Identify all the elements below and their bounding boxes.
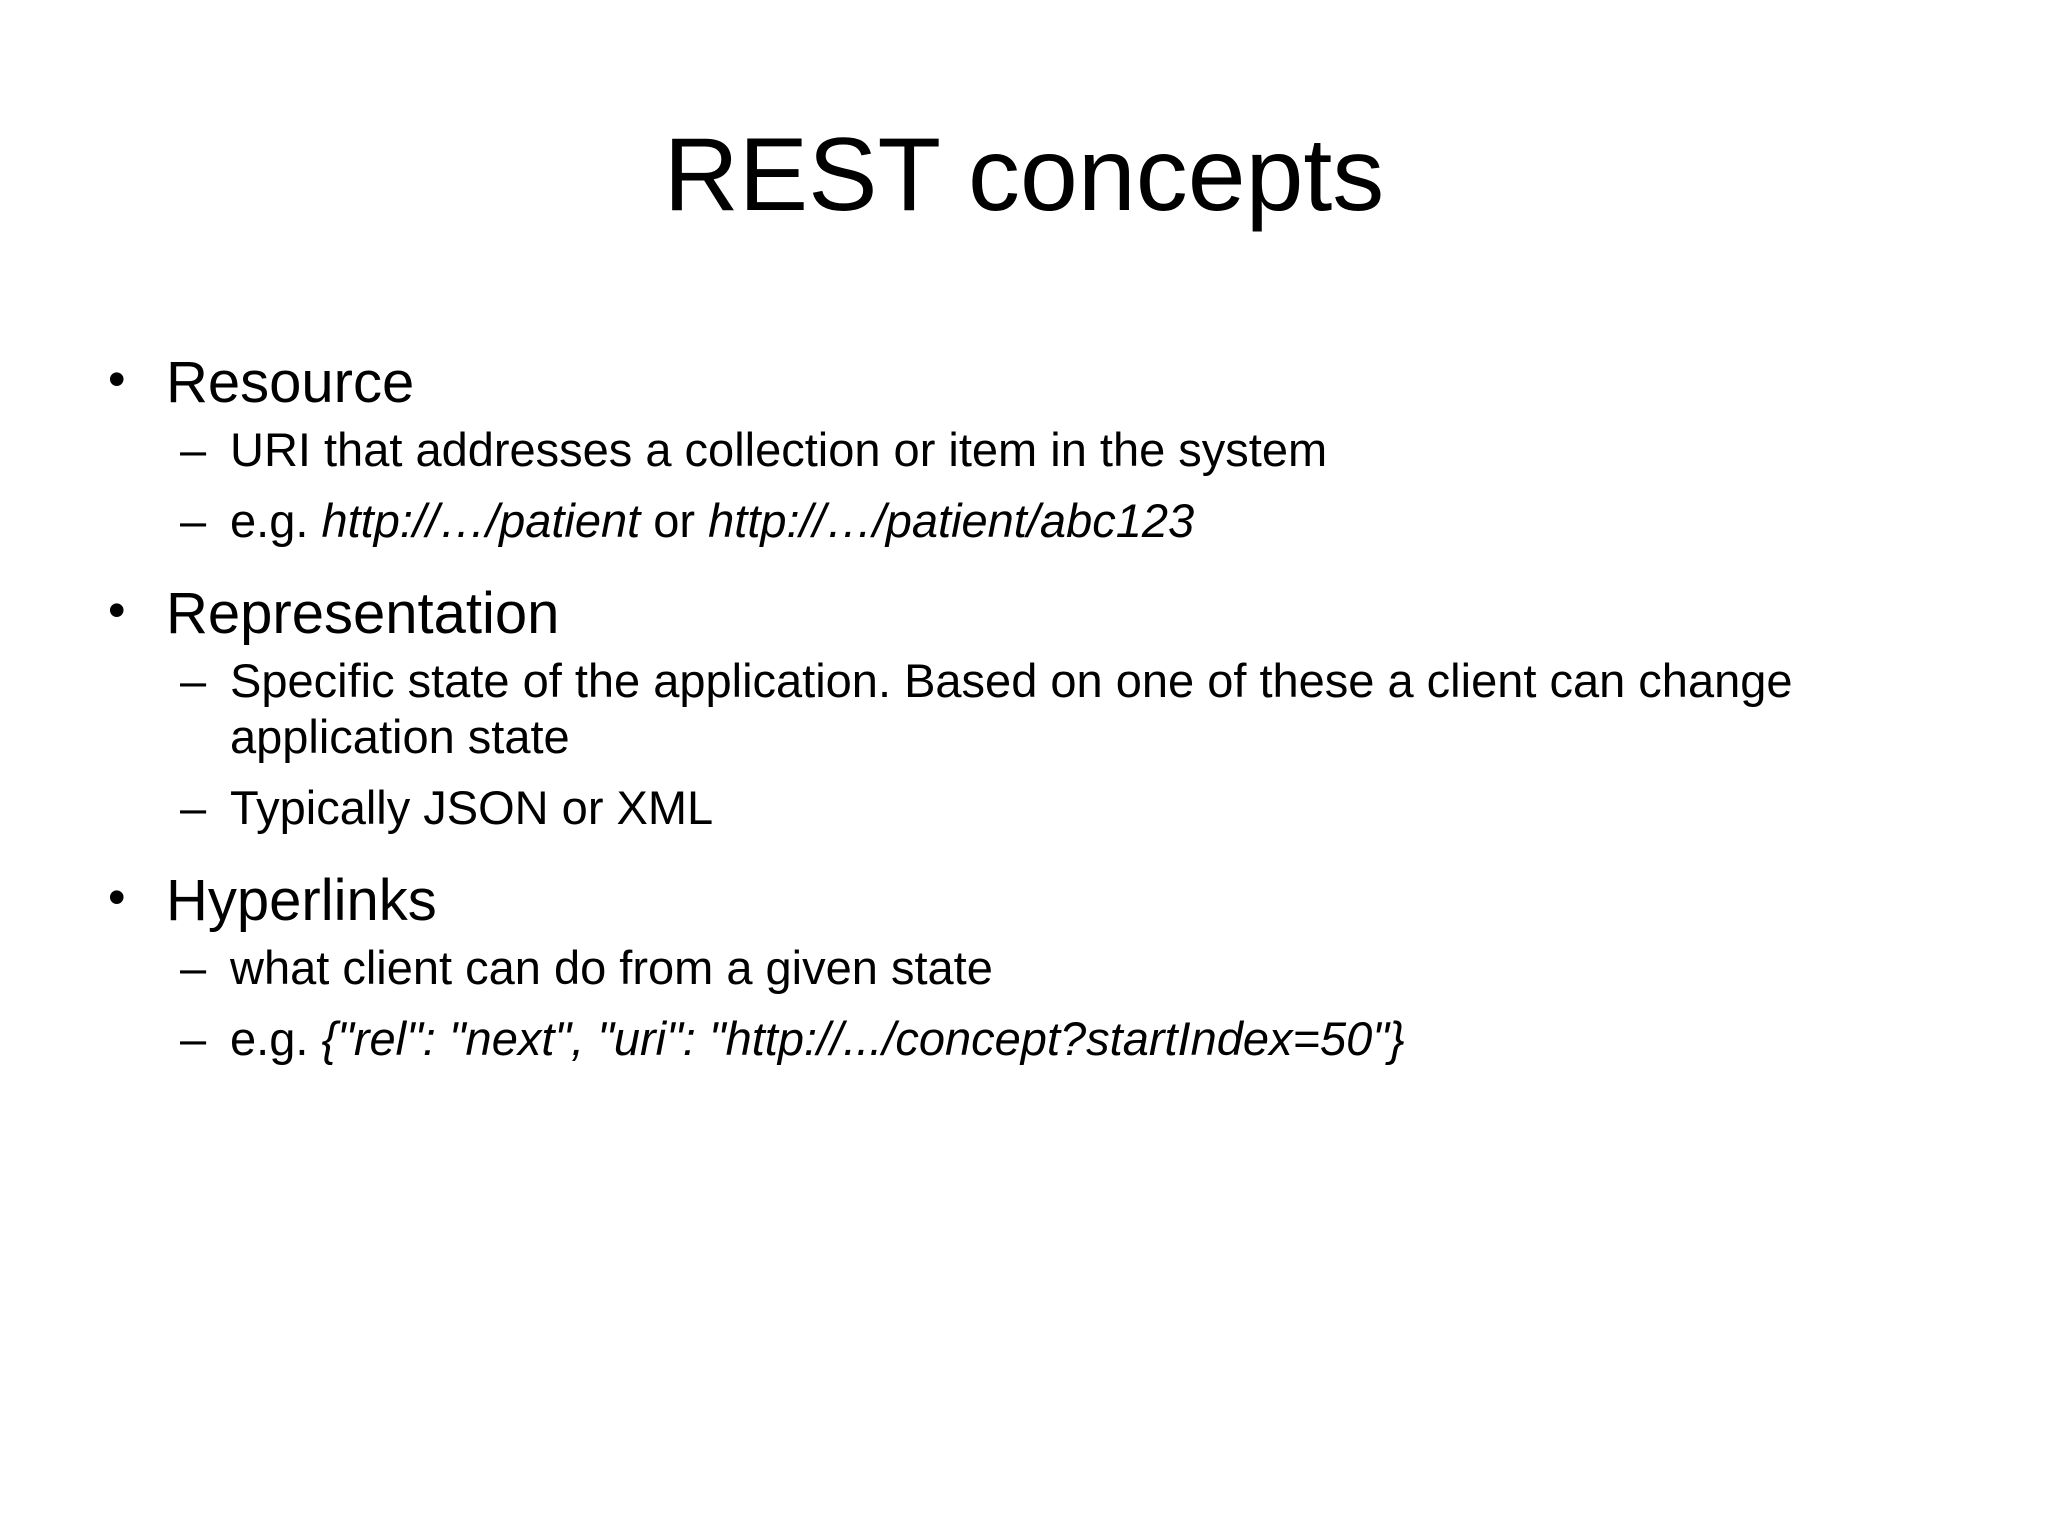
slide-body: • Resource – URI that addresses a collec… xyxy=(108,350,1968,1081)
bullet-representation-label: Representation xyxy=(166,580,560,646)
sub-bullet-uri-example: – e.g. http://…/patient or http://…/pati… xyxy=(108,493,1968,549)
sub-bullet-representation-formats-label: Typically JSON or XML xyxy=(230,780,714,834)
bullet-dash-icon: – xyxy=(180,1011,207,1065)
bullet-dash-icon: – xyxy=(180,654,207,707)
bullet-hyperlinks-label: Hyperlinks xyxy=(166,868,437,934)
bullet-dash-icon: – xyxy=(180,493,207,547)
bullet-representation: • Representation xyxy=(108,581,1968,647)
bullet-dash-icon: – xyxy=(180,423,207,477)
sub-bullet-hyperlinks-example-label: e.g. {"rel": "next", "uri": "http://.../… xyxy=(230,1011,1405,1065)
bullet-dot-icon: • xyxy=(108,581,126,638)
bullet-group-hyperlinks: • Hyperlinks – what client can do from a… xyxy=(108,868,1968,1067)
bullet-group-representation: • Representation – Specific state of the… xyxy=(108,581,1968,836)
sub-bullet-uri-definition: – URI that addresses a collection or ite… xyxy=(108,422,1968,478)
bullet-dash-icon: – xyxy=(180,941,207,995)
sub-bullet-uri-definition-label: URI that addresses a collection or item … xyxy=(230,423,1328,477)
bullet-resource: • Resource xyxy=(108,350,1968,416)
sub-bullet-representation-definition-label: Specific state of the application. Based… xyxy=(230,654,1793,764)
sub-bullet-uri-example-label: e.g. http://…/patient or http://…/patien… xyxy=(230,493,1195,547)
sub-bullet-hyperlinks-definition-label: what client can do from a given state xyxy=(230,941,993,995)
bullet-resource-label: Resource xyxy=(166,350,415,415)
bullet-dot-icon: • xyxy=(108,351,126,407)
bullet-dot-icon: • xyxy=(108,869,126,926)
sub-bullet-representation-definition: – Specific state of the application. Bas… xyxy=(108,653,1968,766)
group-spacer xyxy=(108,850,1968,868)
group-spacer xyxy=(108,563,1968,581)
sub-bullet-hyperlinks-example: – e.g. {"rel": "next", "uri": "http://..… xyxy=(108,1011,1968,1067)
bullet-hyperlinks: • Hyperlinks xyxy=(108,868,1968,934)
sub-bullet-representation-formats: – Typically JSON or XML xyxy=(108,780,1968,836)
bullet-group-resource: • Resource – URI that addresses a collec… xyxy=(108,350,1968,549)
sub-bullet-hyperlinks-definition: – what client can do from a given state xyxy=(108,940,1968,996)
bullet-dash-icon: – xyxy=(180,780,207,834)
slide-title: REST concepts xyxy=(663,117,1385,233)
